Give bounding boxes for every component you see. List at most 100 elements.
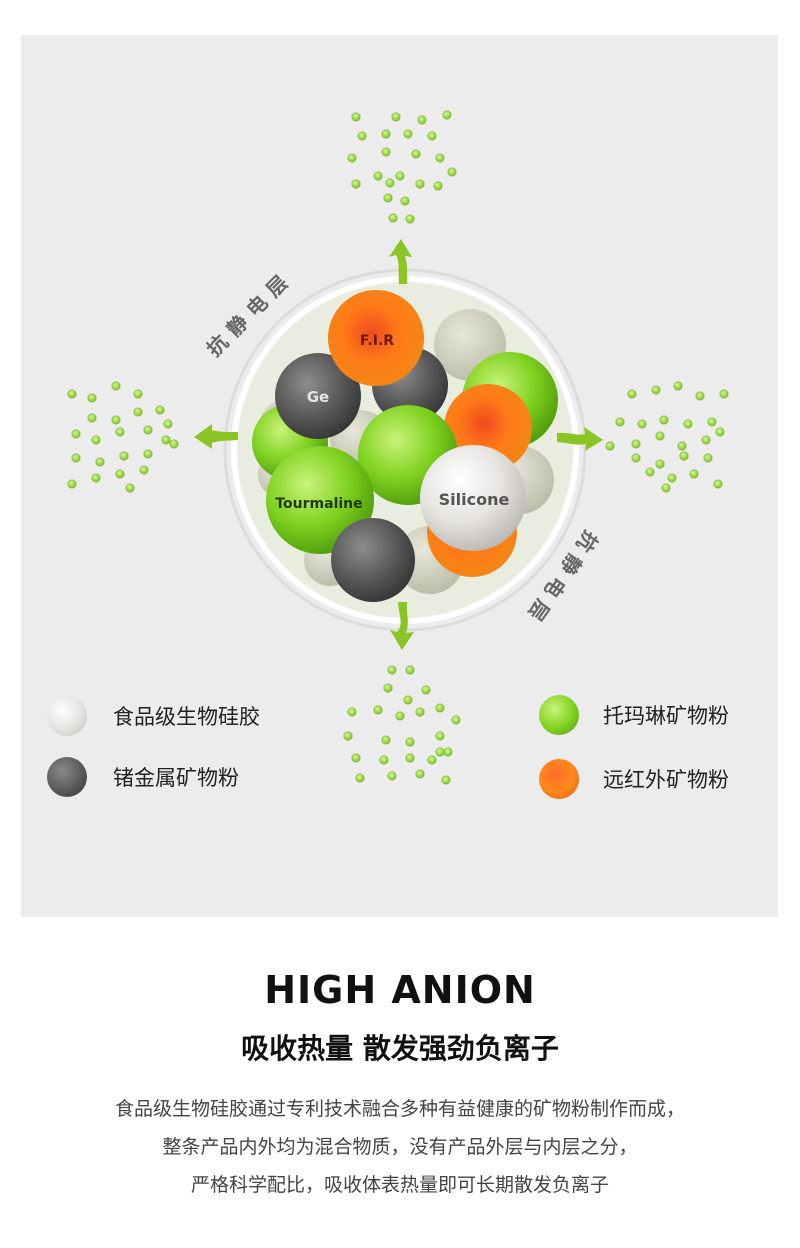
anion-dot (415, 769, 425, 779)
anion-dot (71, 429, 81, 439)
description-line: 整条产品内外均为混合物质，没有产品外层与内层之分， (162, 1136, 638, 1158)
anion-dot (403, 129, 413, 139)
anion-dot (427, 755, 437, 765)
anion-dot (351, 179, 361, 189)
anion-dot (67, 389, 77, 399)
anion-dot (427, 131, 437, 141)
anion-dot (403, 695, 413, 705)
anion-dot (645, 467, 655, 477)
anion-dot (139, 465, 149, 475)
legend-label-silicone: 食品级生物硅胶 (113, 705, 260, 729)
anion-dot (351, 112, 361, 122)
anion-dot (155, 405, 165, 415)
ball-label-tourmaline: Tourmaline (275, 496, 362, 512)
anion-dot (381, 147, 391, 157)
anion-dot (415, 707, 425, 717)
anion-dot (667, 473, 677, 483)
anion-dot (441, 775, 451, 785)
anion-dot (111, 381, 121, 391)
anion-dot (655, 431, 665, 441)
anion-dot (651, 385, 661, 395)
legend-label-far-infrared: 远红外矿物粉 (603, 768, 729, 792)
anion-dot (411, 149, 421, 159)
anion-dot (713, 479, 723, 489)
anion-dot (637, 419, 647, 429)
anion-dot (421, 685, 431, 695)
anion-dot (679, 451, 689, 461)
anion-dot (400, 196, 410, 206)
mineral-ball-cluster (252, 290, 558, 602)
anion-dot (133, 407, 143, 417)
description-line: 严格科学配比，吸收体表热量即可长期散发负离子 (190, 1174, 609, 1196)
anion-dot (125, 483, 135, 493)
anion-dot (605, 441, 615, 451)
anion-dot (71, 453, 81, 463)
legend-item-germanium: 锗金属矿物粉 (47, 757, 239, 797)
far-infrared-ball-icon (539, 759, 579, 799)
anion-dot (701, 435, 711, 445)
legend-item-tourmaline: 托玛琳矿物粉 (539, 695, 729, 735)
description-line: 食品级生物硅胶通过专利技术融合多种有益健康的矿物粉制作而成， (114, 1098, 685, 1120)
anion-dot (443, 747, 453, 757)
anion-dot (343, 731, 353, 741)
anion-dot (395, 711, 405, 721)
anion-dot (405, 753, 415, 763)
headline-subtitle: 吸收热量 散发强劲负离子 (241, 1032, 559, 1065)
anion-dot (387, 771, 397, 781)
anion-dot (111, 415, 121, 425)
anion-dot (357, 131, 367, 141)
anion-dot (119, 451, 129, 461)
anion-dot (388, 213, 398, 223)
anion-dot (415, 179, 425, 189)
anion-dot (435, 703, 445, 713)
anion-dot (405, 737, 415, 747)
anion-dot (435, 747, 445, 757)
headline-title: HIGH ANION (264, 968, 536, 1012)
anion-dot (381, 735, 391, 745)
anion-dot (417, 115, 427, 125)
anion-dot (67, 479, 77, 489)
anion-dot (715, 427, 725, 437)
legend-label-germanium: 锗金属矿物粉 (113, 766, 239, 790)
anion-dot (631, 439, 641, 449)
anion-dot (673, 381, 683, 391)
description: 食品级生物硅胶通过专利技术融合多种有益健康的矿物粉制作而成， 整条产品内外均为混… (40, 1090, 760, 1204)
anion-dot (677, 441, 687, 451)
anion-dot (703, 453, 713, 463)
anion-dot (163, 419, 173, 429)
anion-dot (383, 193, 393, 203)
anion-dot (695, 391, 705, 401)
anion-dot (381, 129, 391, 139)
anion-dot (435, 153, 445, 163)
anion-dot (351, 753, 361, 763)
silicone-ball-icon (47, 696, 87, 736)
anion-dot (442, 110, 452, 120)
anion-dot (87, 413, 97, 423)
anion-dots (67, 110, 729, 785)
anion-dot (405, 214, 415, 224)
anion-dot (383, 683, 393, 693)
anion-dot (447, 167, 457, 177)
anion-dot (373, 705, 383, 715)
ball-label-ge: Ge (307, 388, 330, 406)
anion-dot (161, 435, 171, 445)
ball-label-fir: F.I.R (360, 333, 394, 349)
anion-dot (143, 425, 153, 435)
arrow-up-icon (389, 239, 412, 284)
anion-dot (433, 181, 443, 191)
anion-dot (87, 393, 97, 403)
anion-dot (395, 171, 405, 181)
anion-dot (91, 473, 101, 483)
tourmaline-ball-icon (539, 695, 579, 735)
anion-dot (659, 415, 669, 425)
anion-dot (91, 435, 101, 445)
arrow-left-icon (194, 424, 238, 449)
germanium-ball-icon (47, 757, 87, 797)
anion-dot (379, 755, 389, 765)
anion-dot (373, 171, 383, 181)
legend-item-silicone: 食品级生物硅胶 (47, 696, 260, 736)
anion-dot (661, 483, 671, 493)
legend-item-far-infrared: 远红外矿物粉 (539, 759, 729, 799)
anion-dot (405, 665, 415, 675)
anion-dot (719, 389, 729, 399)
